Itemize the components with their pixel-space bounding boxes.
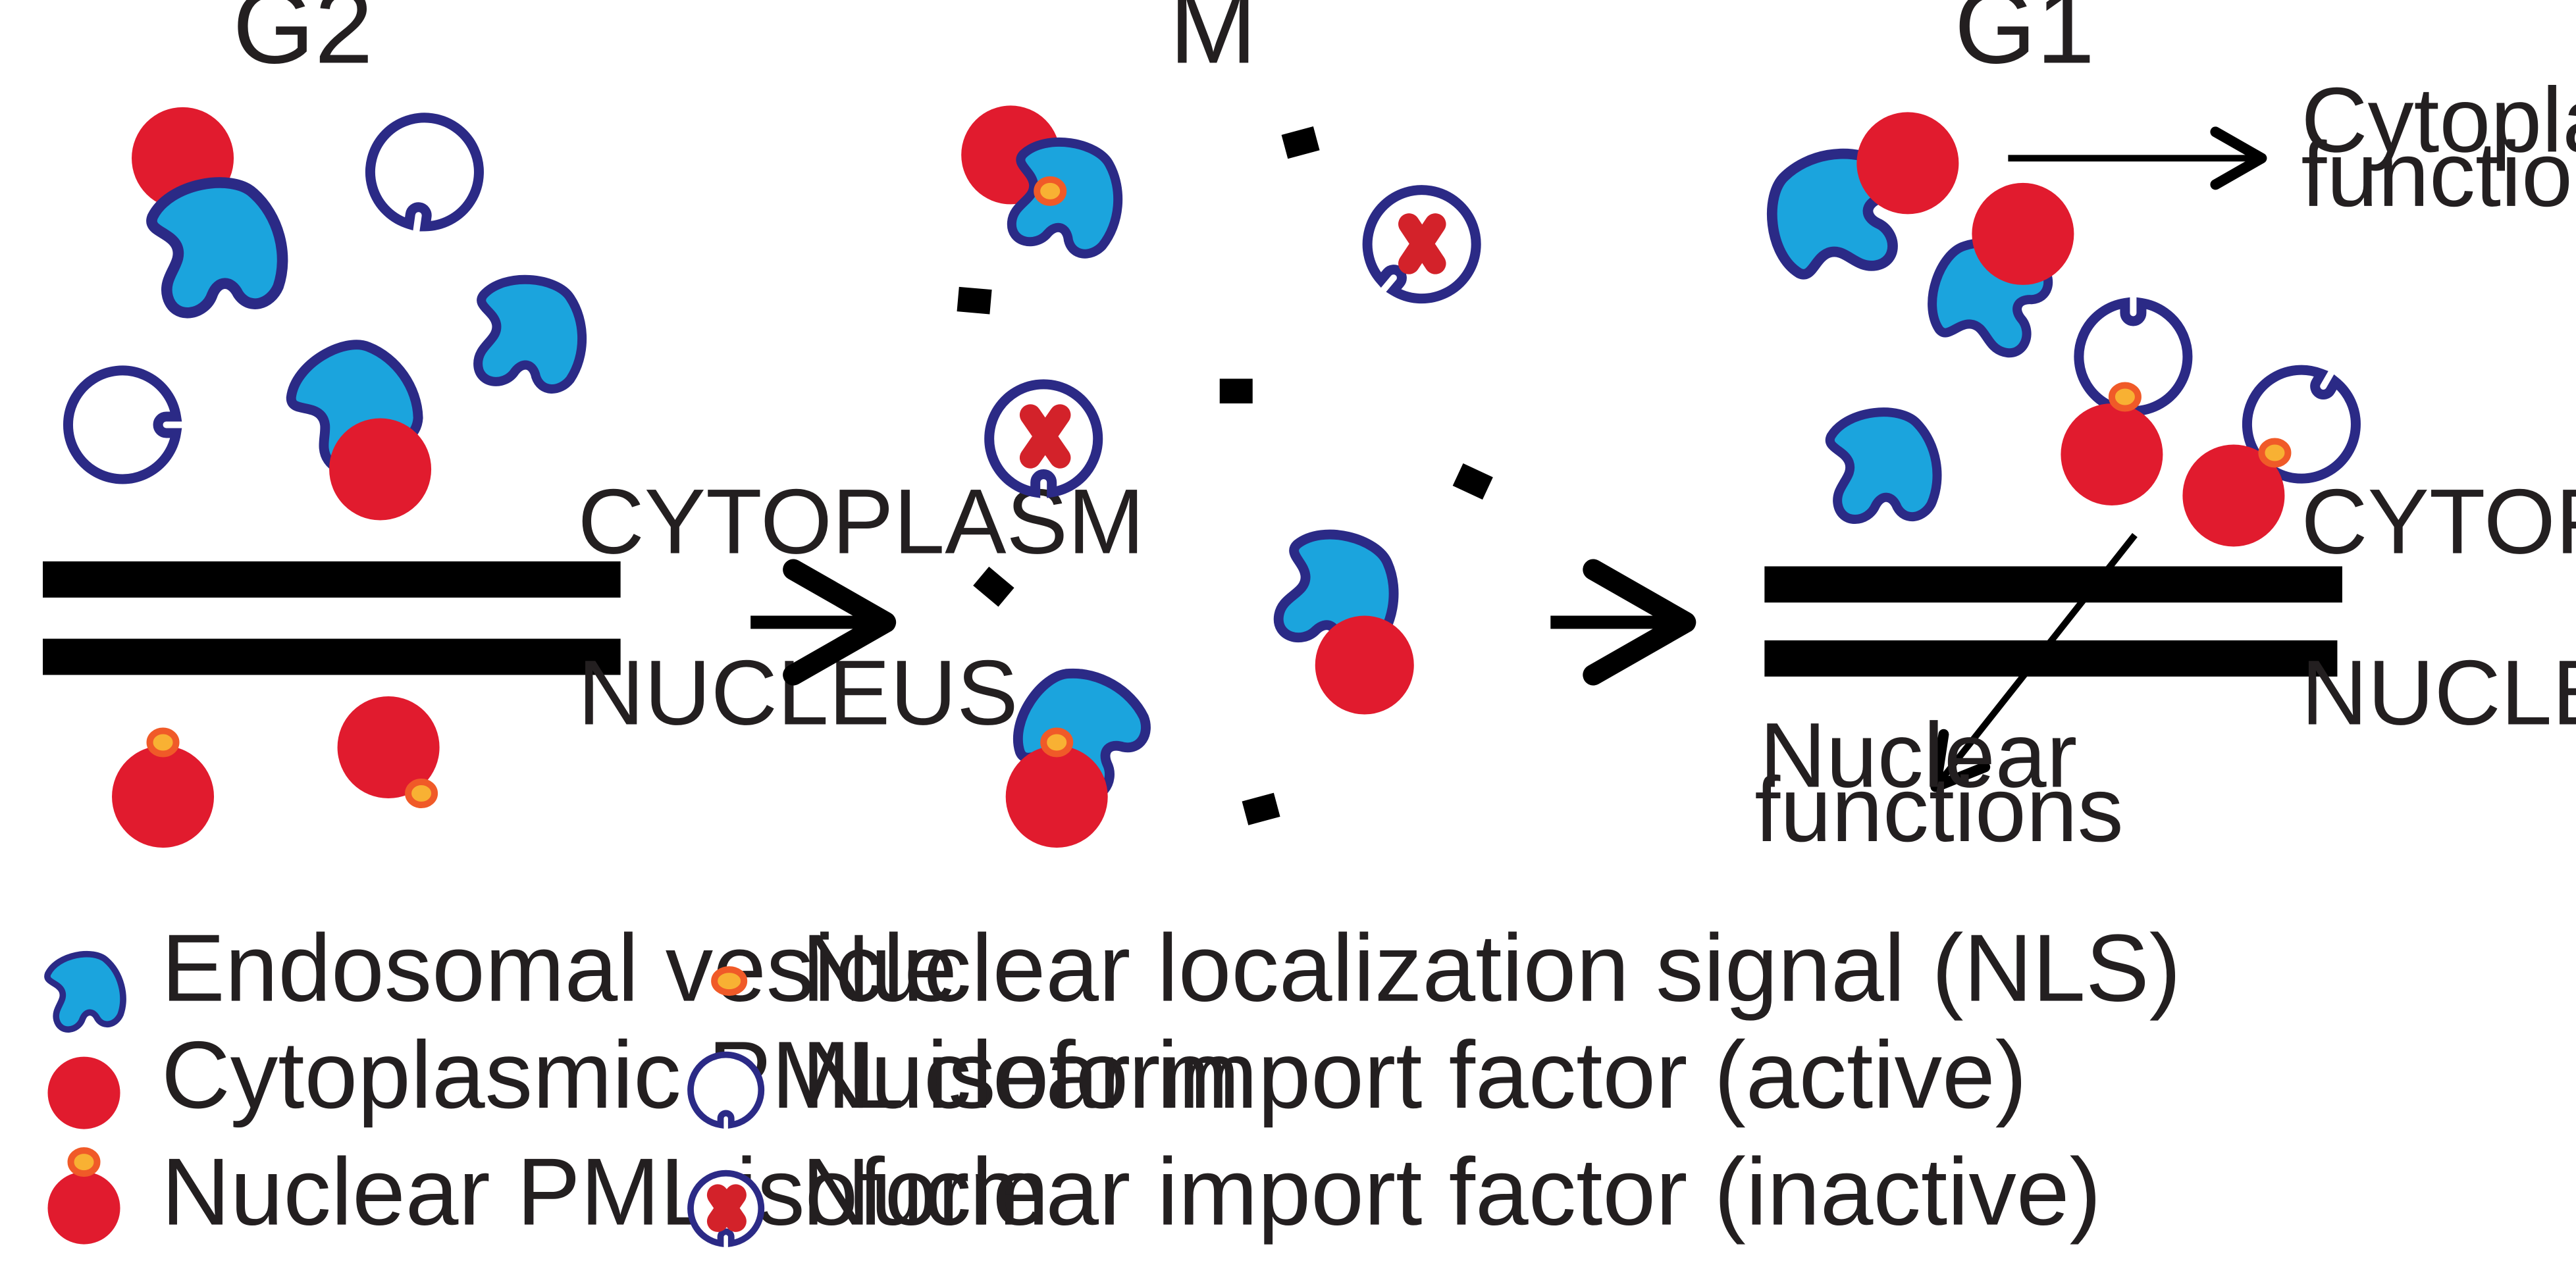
legend-label: Nuclear PML isoform bbox=[161, 1139, 1049, 1245]
nuclear-pml bbox=[2061, 403, 2163, 505]
import-factor-active bbox=[68, 371, 176, 479]
legend-nls-attached bbox=[67, 1147, 101, 1177]
g1-panel: Cytoplasmic functions CYTOPLASM NUCLEUS … bbox=[1754, 68, 2576, 861]
nls bbox=[1034, 176, 1067, 206]
nuclear-functions-label-line1: Nuclear bbox=[1760, 704, 2077, 807]
nls bbox=[146, 727, 180, 758]
nls bbox=[2108, 382, 2142, 412]
endosomal-vesicle bbox=[1010, 138, 1123, 256]
legend-item-nls: Nuclear localization signal (NLS) bbox=[711, 915, 2181, 1021]
nucleus-label: NUCLEUS bbox=[2301, 641, 2576, 744]
m-panel bbox=[957, 105, 1498, 848]
degradation-fragment bbox=[957, 286, 992, 315]
degradation-fragment bbox=[1242, 792, 1280, 825]
legend-label: Nuclear localization signal (NLS) bbox=[802, 915, 2181, 1021]
cytoplasmic-pml bbox=[1972, 182, 2074, 285]
nuclear-pml bbox=[1005, 746, 1108, 848]
legend-nuclear-pml-icon bbox=[47, 1171, 120, 1245]
nuclear-pml bbox=[2182, 444, 2285, 547]
legend-inactive-x-mark bbox=[706, 1184, 747, 1232]
degradation-fragment bbox=[1219, 378, 1253, 403]
phase-title-m: M bbox=[1169, 0, 1257, 85]
degradation-fragment bbox=[1281, 126, 1320, 159]
nucleus-label: NUCLEUS bbox=[578, 641, 1018, 744]
legend-item-import-active: Nuclear import factor (active) bbox=[691, 1021, 2027, 1128]
nls bbox=[2258, 438, 2292, 468]
legend-label: Endosomal vesicle bbox=[161, 915, 957, 1021]
nls bbox=[405, 779, 438, 809]
cytoplasmic-pml bbox=[1856, 112, 1959, 215]
legend-item-nuclear-pml: Nuclear PML isoform bbox=[47, 1139, 1049, 1245]
degradation-fragment bbox=[1452, 463, 1493, 500]
inactive-x-mark bbox=[1019, 404, 1071, 469]
degradation-fragment bbox=[973, 567, 1014, 607]
endosomal-vesicle bbox=[1823, 403, 1944, 529]
nuclear-pml bbox=[337, 696, 440, 799]
cytoplasmic-functions-label-line1: Cytoplasmic bbox=[2301, 68, 2576, 171]
arrow-to-nuclear-functions bbox=[1930, 532, 2138, 792]
nls bbox=[1040, 727, 1074, 758]
nuclear-functions-label-line2: functions bbox=[1754, 758, 2123, 861]
legend-item-import-inactive: Nuclear import factor (inactive) bbox=[691, 1139, 2101, 1245]
cytoplasm-label: CYTOPLASM bbox=[2301, 469, 2576, 573]
legend-label: Nuclear import factor (active) bbox=[802, 1021, 2027, 1128]
endosomal-vesicle bbox=[478, 280, 582, 389]
legend-vesicle-icon bbox=[41, 946, 130, 1037]
legend: Endosomal vesicle Cytoplasmic PML isofor… bbox=[41, 915, 2181, 1245]
inactive-x-mark bbox=[1398, 213, 1446, 274]
g2-panel: CYTOPLASM NUCLEUS bbox=[43, 107, 1145, 848]
phase-title-g2: G2 bbox=[232, 0, 373, 85]
legend-import-factor-active-icon bbox=[691, 1055, 761, 1125]
cytoplasmic-functions-label-line2: functions bbox=[2301, 122, 2576, 226]
legend-label: Nuclear import factor (inactive) bbox=[802, 1139, 2101, 1245]
phase-title-g1: G1 bbox=[1955, 0, 2095, 85]
import-factor-active bbox=[363, 111, 486, 232]
legend-nls-icon bbox=[711, 966, 748, 996]
cytoplasmic-pml bbox=[1315, 615, 1414, 715]
nuclear-pml bbox=[112, 746, 215, 848]
legend-item-endosomal-vesicle: Endosomal vesicle bbox=[41, 915, 957, 1037]
cytoplasmic-pml bbox=[329, 418, 432, 521]
legend-cytoplasmic-pml-icon bbox=[47, 1056, 120, 1129]
